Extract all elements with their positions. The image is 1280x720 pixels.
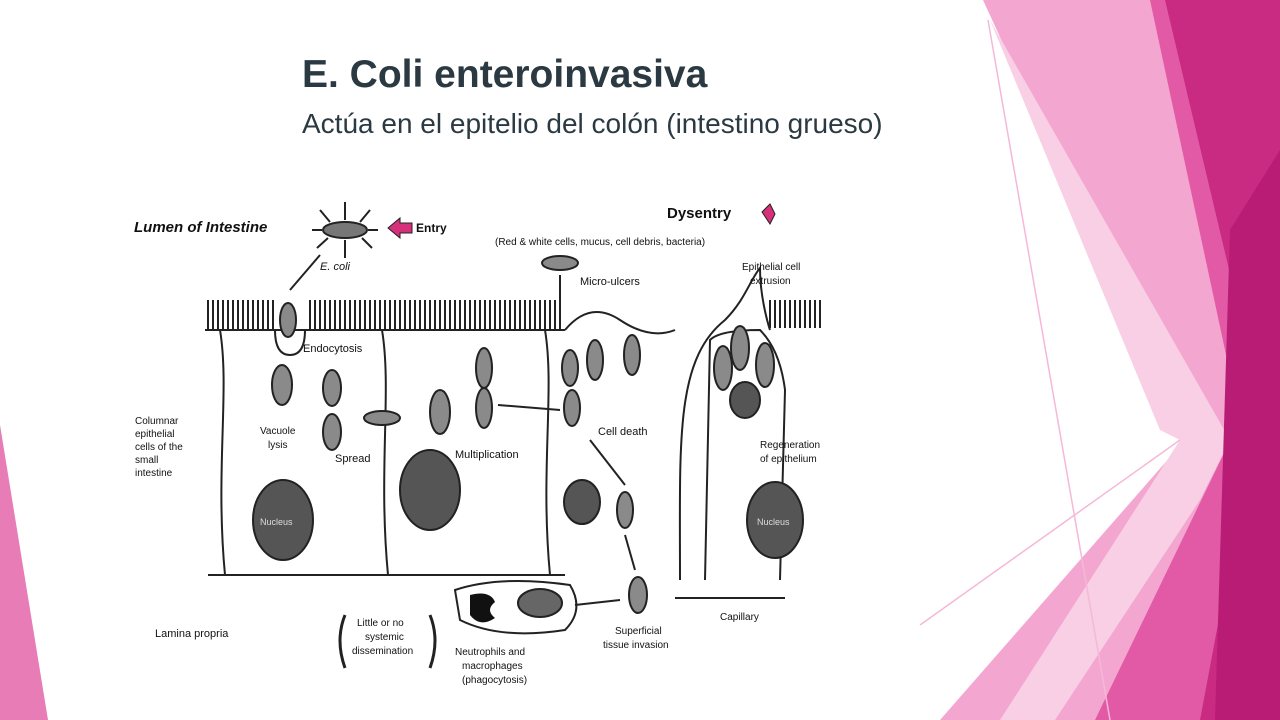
- label-dysentry-detail: (Red & white cells, mucus, cell debris, …: [495, 237, 705, 248]
- right-bracket: [428, 614, 437, 669]
- label-endocytosis: Endocytosis: [303, 343, 363, 355]
- label-entry: Entry: [416, 221, 447, 235]
- label-little-3: dissemination: [352, 646, 413, 657]
- label-extrusion-2: extrusion: [750, 276, 791, 287]
- endocytosis-pocket: [274, 329, 306, 357]
- label-lamina: Lamina propria: [155, 628, 229, 640]
- right-band-pale: [990, 20, 1230, 720]
- label-superficial-2: tissue invasion: [603, 640, 669, 651]
- label-neutro-1: Neutrophils and: [455, 647, 525, 658]
- regen-cell: [704, 328, 787, 581]
- extruding-cell: [678, 265, 771, 581]
- label-micro-ulcers: Micro-ulcers: [580, 276, 640, 288]
- ecoli-invasion-diagram: Lumen of Intestine Entry E. coli Dysentr…: [134, 202, 821, 686]
- label-dysentry: Dysentry: [667, 205, 732, 222]
- label-little-2: systemic: [365, 632, 404, 643]
- left-corner-shape: [0, 425, 48, 720]
- bacteria-group: [271, 255, 775, 614]
- cell-border-2: [381, 329, 389, 576]
- thin-line-2: [919, 439, 1181, 626]
- label-columnar-5: intestine: [135, 468, 173, 479]
- label-columnar-3: cells of the: [135, 442, 183, 453]
- process-arrows: [497, 275, 636, 606]
- slide-subtitle: Actúa en el epitelio del colón (intestin…: [302, 108, 883, 139]
- label-capillary: Capillary: [720, 612, 759, 623]
- label-multiplication: Multiplication: [455, 449, 519, 461]
- slide-title: E. Coli enteroinvasiva: [302, 53, 708, 96]
- label-columnar-2: epithelial: [135, 429, 174, 440]
- ecoli-entry: [312, 202, 378, 258]
- label-columnar-1: Columnar: [135, 416, 179, 427]
- entry-arrow-icon: [387, 216, 413, 240]
- label-neutro-3: (phagocytosis): [462, 675, 527, 686]
- label-cell-death: Cell death: [598, 426, 648, 438]
- right-band-deep: [1215, 150, 1280, 720]
- label-columnar-4: small: [135, 455, 158, 466]
- brush-border-left: [207, 300, 561, 330]
- label-vacuole-1: Vacuole: [260, 426, 296, 437]
- dysentry-arrow-icon: [761, 203, 776, 225]
- label-regeneration-2: of epithelium: [760, 454, 817, 465]
- left-bracket: [338, 614, 347, 669]
- label-ecoli: E. coli: [320, 261, 351, 273]
- entry-to-cell-arrow: [289, 254, 321, 291]
- label-spread: Spread: [335, 453, 370, 465]
- thin-line: [987, 19, 1111, 720]
- label-neutro-2: macrophages: [462, 661, 523, 672]
- cell-border-3: [544, 329, 551, 576]
- label-superficial-1: Superficial: [615, 626, 662, 637]
- cell-border-1: [219, 329, 226, 576]
- label-extrusion-1: Epithelial cell: [742, 262, 800, 273]
- label-lumen: Lumen of Intestine: [134, 219, 267, 236]
- label-regeneration-1: Regeneration: [760, 440, 820, 451]
- micro-ulcer-surface: [564, 311, 676, 335]
- nuclei: [252, 381, 804, 561]
- brush-border-right: [769, 300, 821, 328]
- label-nucleus-2: Nucleus: [757, 517, 790, 527]
- neutrophil-macrophage: [453, 580, 578, 635]
- label-nucleus-1: Nucleus: [260, 517, 293, 527]
- label-vacuole-2: lysis: [268, 440, 287, 451]
- label-little-1: Little or no: [357, 618, 404, 629]
